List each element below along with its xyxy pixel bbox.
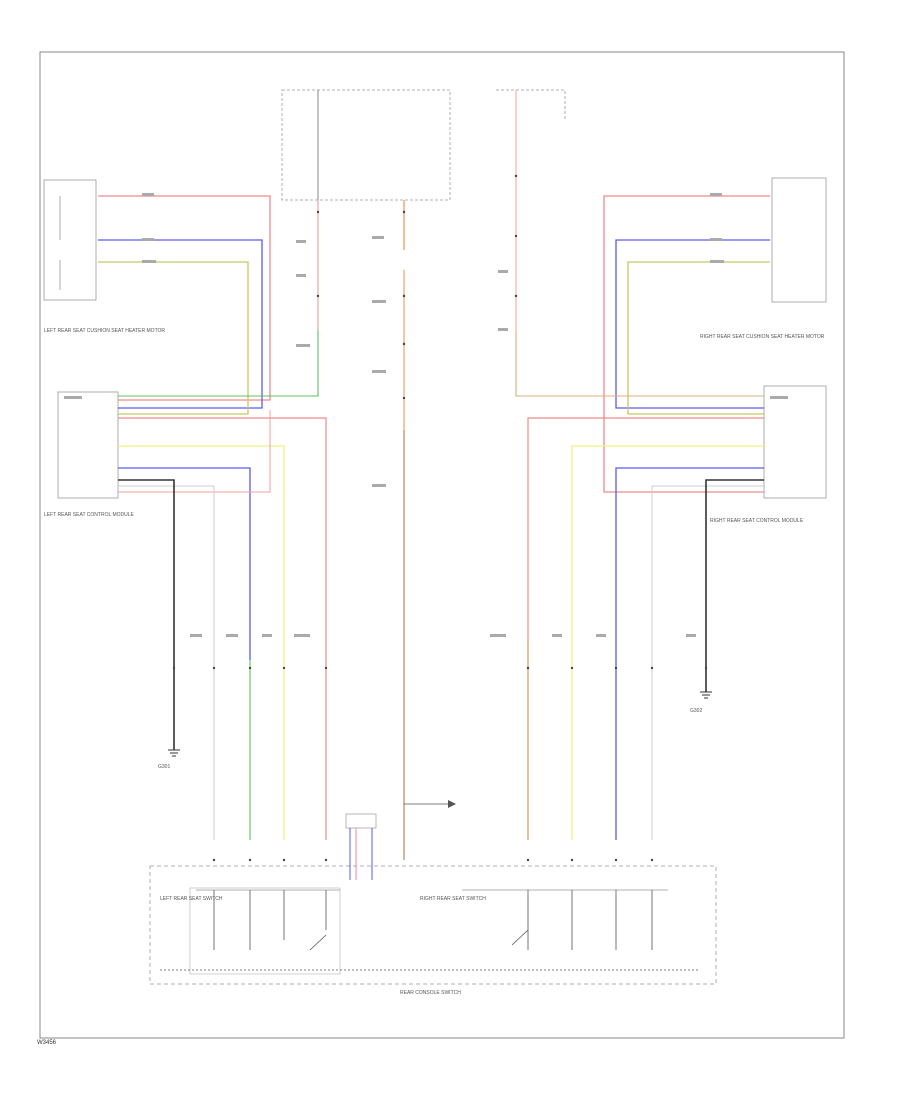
wire-blue-right-1 [615,239,770,409]
wire-yellow-left-1 [98,261,249,415]
ground-right-label: G302 [690,708,702,714]
wire-gray-right [651,485,764,840]
switch-contacts [160,890,700,971]
wire-red-left-3 [118,410,271,493]
wire-blue-right-2 [615,467,764,840]
fuse-box-right-outline [496,89,566,120]
right-motor-box [771,177,827,303]
wire-black-right [705,479,764,692]
left-switch-box [189,887,341,975]
wire-yellow-right-1 [627,261,770,415]
wire-red-right-1 [603,195,770,493]
wire-tan-right [515,330,764,397]
wire-black-left [118,479,175,750]
fuse-box-left [281,89,451,201]
wire-blue-left-2 [118,467,251,660]
ground-left-label: G301 [158,764,170,770]
page-code: W3456 [37,1040,57,1046]
connector-dots [172,174,708,862]
wire-gray-left [118,485,215,840]
right-motor-caption: RIGHT REAR SEAT CUSHION SEAT HEATER MOTO… [700,334,825,340]
wire-red-left-1 [98,195,271,401]
left-module-box [57,391,119,499]
wire-ltyellow-right [571,445,764,840]
label-ticks [64,193,788,637]
diagram-frame [39,51,845,1039]
right-switch-caption: RIGHT REAR SEAT SWITCH [420,896,486,902]
bottom-caption: REAR CONSOLE SWITCH [400,990,461,996]
right-module-caption: RIGHT REAR SEAT CONTROL MODULE [710,518,804,524]
wire-green-left [118,200,319,397]
switch-box [149,865,717,985]
wire-red-right-2 [527,417,764,840]
wire-red-left-2 [118,417,327,840]
ground-left-symbol [168,749,180,757]
left-motor-box [43,179,97,301]
right-module-box [763,385,827,499]
ground-right-symbol [700,691,712,699]
wire-blue-left-1 [98,239,263,409]
wire-ltyellow-left [118,445,285,840]
left-motor-caption: LEFT REAR SEAT CUSHION SEAT HEATER MOTOR [44,328,165,334]
left-module-caption: LEFT REAR SEAT CONTROL MODULE [44,512,134,518]
left-switch-caption: LEFT REAR SEAT SWITCH [160,896,223,902]
